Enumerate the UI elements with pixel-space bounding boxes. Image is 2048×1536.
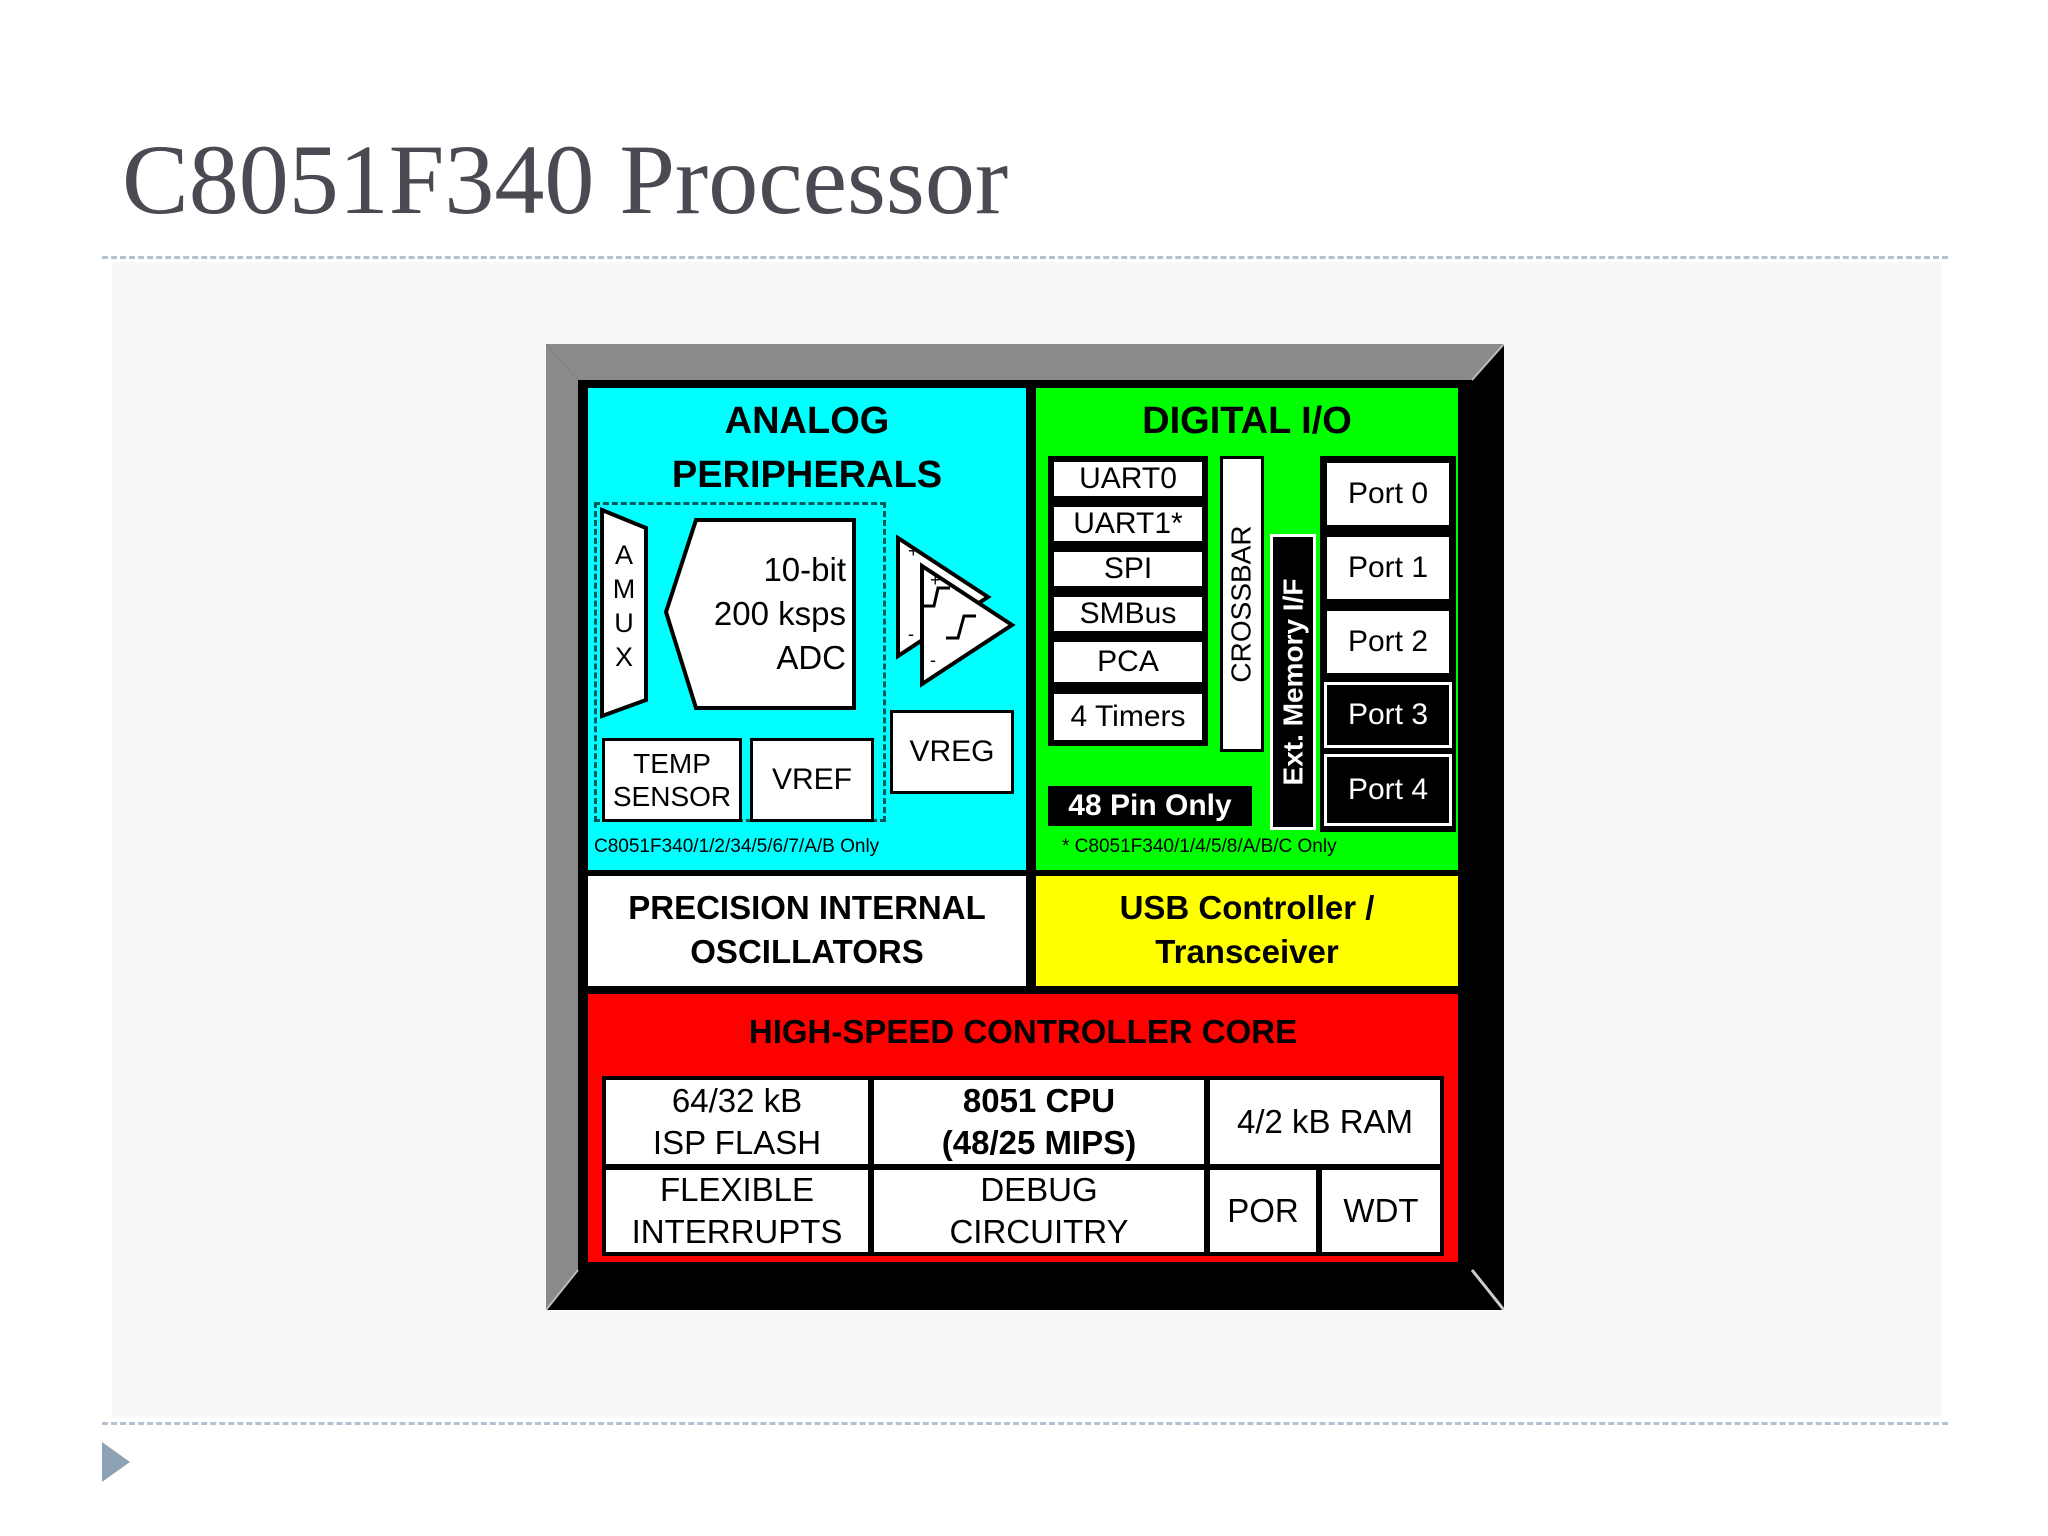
- core-grid: 64/32 kB ISP FLASH 8051 CPU (48/25 MIPS)…: [602, 1076, 1444, 1256]
- bullet-arrow-icon: [102, 1442, 130, 1482]
- footer-divider: [102, 1422, 1948, 1425]
- schmitt-trigger-symbol-1: [922, 586, 950, 608]
- oscillators-line2: OSCILLATORS: [690, 933, 924, 970]
- pca-box: PCA: [1052, 640, 1204, 684]
- amux-shape: [600, 507, 648, 719]
- interrupts-box: FLEXIBLE INTERRUPTS: [606, 1170, 868, 1252]
- usb-block: USB Controller / Transceiver: [1036, 876, 1458, 986]
- timers-box: 4 Timers: [1052, 692, 1204, 742]
- peripheral-stack: UART0 UART1* SPI SMBus PCA 4 Timers: [1048, 456, 1208, 746]
- vreg-box: VREG: [890, 710, 1014, 794]
- cpu-box: 8051 CPU (48/25 MIPS): [874, 1080, 1204, 1164]
- uart1-box: UART1*: [1052, 505, 1204, 543]
- port-4-box: Port 4: [1324, 754, 1452, 826]
- debug-box: DEBUG CIRCUITRY: [874, 1170, 1204, 1252]
- wdt-box: WDT: [1322, 1170, 1440, 1252]
- digital-io-block: DIGITAL I/O UART0 UART1* SPI SMBus PCA 4…: [1036, 388, 1458, 870]
- port-3-box: Port 3: [1324, 682, 1452, 748]
- digital-title: DIGITAL I/O: [1142, 400, 1352, 442]
- comparator-2-plus: +: [930, 570, 941, 590]
- usb-line2: Transceiver: [1155, 933, 1339, 970]
- crossbar-box: CROSSBAR: [1220, 456, 1264, 752]
- controller-core-block: HIGH-SPEED CONTROLLER CORE 64/32 kB ISP …: [588, 994, 1458, 1262]
- title-divider: [102, 256, 1948, 259]
- amux-label: A M U X: [612, 540, 636, 672]
- chip-body: ANALOG PERIPHERALS A M U X 10-bit 200 ks…: [578, 380, 1468, 1270]
- block-diagram: ANALOG PERIPHERALS A M U X 10-bit 200 ks…: [546, 344, 1504, 1310]
- analog-title-line1: ANALOG: [724, 400, 890, 442]
- port-stack: Port 0 Port 1 Port 2 Port 3 Port 4: [1320, 456, 1456, 832]
- chip-bevel: [546, 344, 1504, 1310]
- comparator-2-minus: -: [930, 650, 936, 670]
- digital-footnote: * C8051F340/1/4/5/8/A/B/C Only: [1062, 836, 1337, 857]
- port-0-box: Port 0: [1324, 460, 1452, 528]
- usb-line1: USB Controller /: [1119, 889, 1375, 926]
- flash-box: 64/32 kB ISP FLASH: [606, 1080, 868, 1164]
- temp-sensor-box: TEMP SENSOR: [602, 738, 742, 822]
- comparator-1-minus: -: [908, 624, 914, 644]
- smbus-box: SMBus: [1052, 595, 1204, 633]
- pin-note-badge: 48 Pin Only: [1048, 786, 1252, 826]
- por-box: POR: [1210, 1170, 1316, 1252]
- port-2-box: Port 2: [1324, 608, 1452, 676]
- adc-label: 10-bit 200 ksps ADC: [713, 551, 846, 676]
- ext-memory-if-box: Ext. Memory I/F: [1270, 534, 1316, 830]
- spi-box: SPI: [1052, 550, 1204, 588]
- vref-box: VREF: [750, 738, 874, 822]
- uart0-box: UART0: [1052, 460, 1204, 498]
- ram-box: 4/2 kB RAM: [1210, 1080, 1440, 1164]
- adc-shape: [663, 518, 856, 710]
- analog-peripherals-block: ANALOG PERIPHERALS A M U X 10-bit 200 ks…: [588, 388, 1026, 870]
- port-1-box: Port 1: [1324, 534, 1452, 602]
- analog-title-line2: PERIPHERALS: [671, 454, 943, 496]
- comparator-1-plus: +: [908, 541, 919, 561]
- schmitt-trigger-symbol-2: [946, 614, 976, 640]
- slide-title: C8051F340 Processor: [122, 124, 1009, 235]
- oscillators-line1: PRECISION INTERNAL: [628, 889, 986, 926]
- core-title: HIGH-SPEED CONTROLLER CORE: [748, 1013, 1298, 1050]
- analog-shapes: [600, 507, 1016, 719]
- analog-footnote: C8051F340/1/2/34/5/6/7/A/B Only: [594, 836, 880, 857]
- oscillators-block: PRECISION INTERNAL OSCILLATORS: [588, 876, 1026, 986]
- comparator-2-shape: [920, 562, 1016, 688]
